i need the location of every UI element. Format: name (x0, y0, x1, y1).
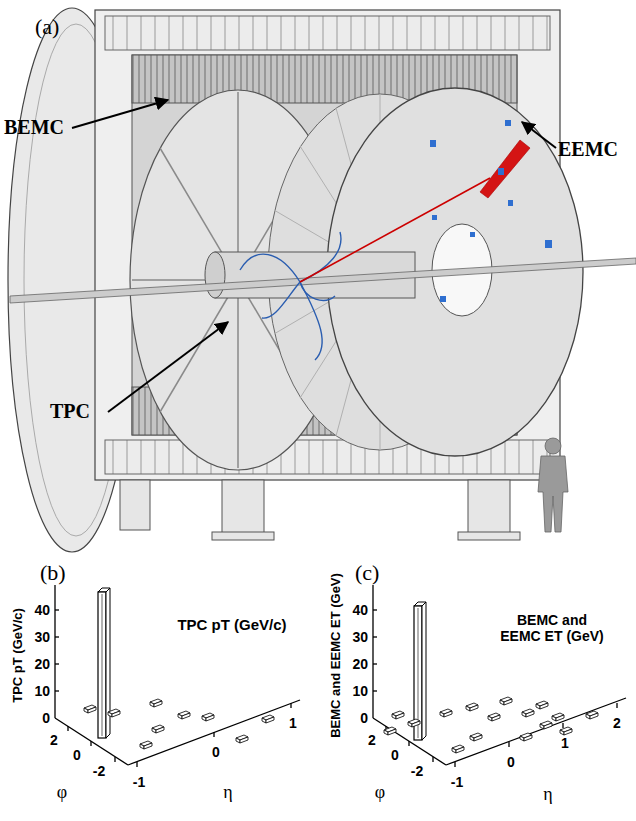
tick-label: 20 (34, 656, 50, 672)
cage-end (205, 252, 225, 298)
tick-label: 30 (352, 629, 368, 645)
tick-label: -2 (411, 763, 423, 779)
tick-label: 0 (360, 710, 368, 726)
tick-label: 0 (507, 754, 515, 770)
tick-label: 2 (50, 732, 58, 748)
yoke-top-slats (105, 16, 550, 50)
plot-title: TPC pT (GeV/c) (177, 616, 286, 633)
tick-label: 2 (368, 732, 376, 748)
star-detector (8, 8, 636, 552)
tick-label: 10 (352, 683, 368, 699)
part-name: BEMC (4, 116, 64, 139)
axis-title: TPC pT (GeV/c) (11, 608, 26, 703)
tick-label: 0 (212, 744, 220, 760)
support-stands (120, 480, 520, 540)
tick-label: 1 (561, 735, 569, 751)
tick-label: 30 (34, 629, 50, 645)
tick-label: 40 (352, 602, 368, 618)
beam-pipe (10, 258, 636, 303)
tick-label: -2 (93, 763, 105, 779)
label-arrows (72, 100, 556, 412)
plot-title: BEMC and EEMC ET (GeV) (497, 612, 607, 644)
axis-name: η (543, 784, 552, 805)
panel-label: (a) (35, 14, 59, 39)
tick-label: 20 (352, 656, 368, 672)
panel-label: (b) (40, 560, 66, 585)
axis-name: φ (375, 782, 385, 803)
red-energy-tower (480, 140, 530, 198)
eemc-hits (430, 120, 552, 302)
tick-label: 2 (613, 715, 621, 731)
lego-axes-c (373, 585, 626, 767)
tick-label: -1 (133, 774, 145, 790)
part-name: EEMC (558, 138, 618, 161)
axis-name: η (223, 782, 232, 803)
tick-label: 10 (34, 683, 50, 699)
person-silhouette (538, 438, 568, 532)
axis-name: φ (57, 782, 67, 803)
red-track (300, 178, 490, 282)
part-name: TPC (50, 400, 90, 423)
tick-label: 40 (34, 602, 50, 618)
tick-label: 0 (73, 747, 81, 763)
axis-title: BEMC and EEMC ET (GeV) (329, 573, 344, 738)
blue-tracks (240, 232, 341, 360)
tick-label: -1 (451, 774, 463, 790)
panel-label: (c) (355, 560, 379, 585)
tick-label: 0 (42, 710, 50, 726)
tick-label: 0 (391, 747, 399, 763)
lego-axes-b (55, 585, 300, 767)
lego-bars-b (84, 588, 274, 749)
tick-label: 1 (289, 715, 297, 731)
